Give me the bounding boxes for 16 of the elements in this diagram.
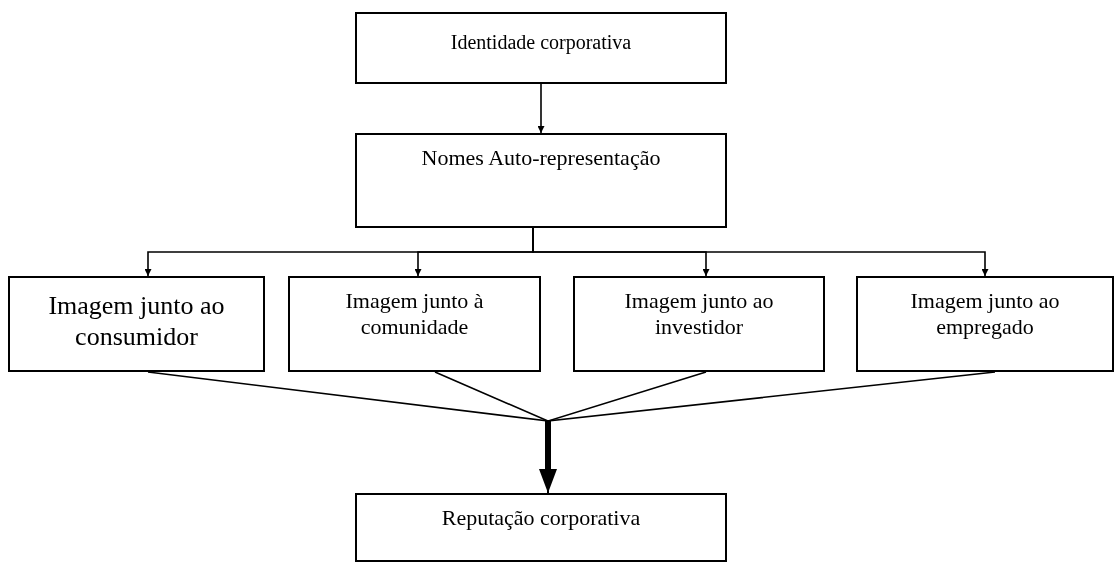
process-box (355, 12, 727, 84)
arrow (539, 421, 557, 493)
box-text: Identidade corporativa (449, 30, 633, 54)
box-text: Reputação corporativa (440, 505, 642, 532)
box-text: Nomes Auto-representação (421, 145, 661, 172)
process-box (288, 276, 541, 372)
box-text: Imagem junto ao empregado (909, 288, 1061, 341)
process-box (8, 276, 265, 372)
process-box (355, 493, 727, 562)
process-box (355, 133, 727, 228)
process-box (573, 276, 825, 372)
box-text: Imagem junto ao investidor (623, 288, 775, 341)
box-text: Imagem junto à comunidade (344, 288, 485, 341)
box-text: Imagem junto ao consumidor (47, 290, 226, 353)
process-box (856, 276, 1114, 372)
arrow (537, 83, 545, 134)
